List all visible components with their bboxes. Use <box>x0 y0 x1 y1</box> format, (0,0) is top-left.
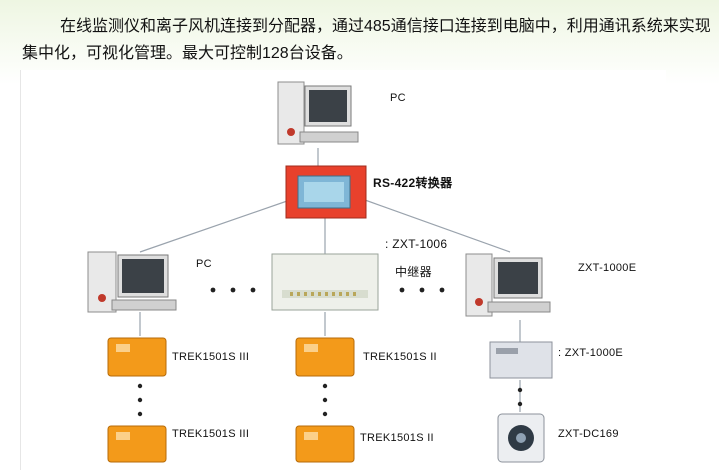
top-pc-computer <box>277 81 359 145</box>
zxt1000e-box <box>489 341 553 379</box>
label-trek-left-1: TREK1501S III <box>172 351 250 363</box>
label-trek-middle-2: TREK1501S II <box>360 432 434 444</box>
label-converter: RS-422转换器 <box>373 176 453 190</box>
rs422-converter <box>285 165 367 219</box>
horizontal-ellipsis-marks <box>210 287 445 293</box>
vertical-ellipsis-marks <box>137 383 523 417</box>
trek-unit-middle-1 <box>295 337 355 377</box>
label-trek-middle-1: TREK1501S II <box>363 351 437 363</box>
label-dc169: ZXT-DC169 <box>558 428 619 440</box>
label-pc-left: PC <box>196 258 212 270</box>
left-pc-computer <box>87 251 177 313</box>
label-repeater-name: 中继器 <box>395 265 432 279</box>
trek-unit-left-2 <box>107 425 167 463</box>
trek-unit-middle-2 <box>295 425 355 463</box>
label-trek-left-2: TREK1501S III <box>172 428 250 440</box>
label-pc-top: PC <box>390 92 406 104</box>
zxt-dc169-device <box>497 413 545 463</box>
line-converter-left <box>139 199 291 253</box>
trek-unit-left-1 <box>107 337 167 377</box>
label-right-box: : ZXT-1000E <box>558 347 624 359</box>
label-right-pc: ZXT-1000E <box>578 262 637 274</box>
label-repeater-model: : ZXT-1006 <box>385 237 448 251</box>
line-converter-right <box>364 199 511 253</box>
intro-paragraph: 在线监测仪和离子风机连接到分配器，通过485通信接口连接到电脑中，利用通讯系统来… <box>22 18 711 62</box>
zxt1006-repeater <box>271 253 379 311</box>
right-pc-computer <box>465 253 551 317</box>
connection-lines <box>139 148 521 412</box>
